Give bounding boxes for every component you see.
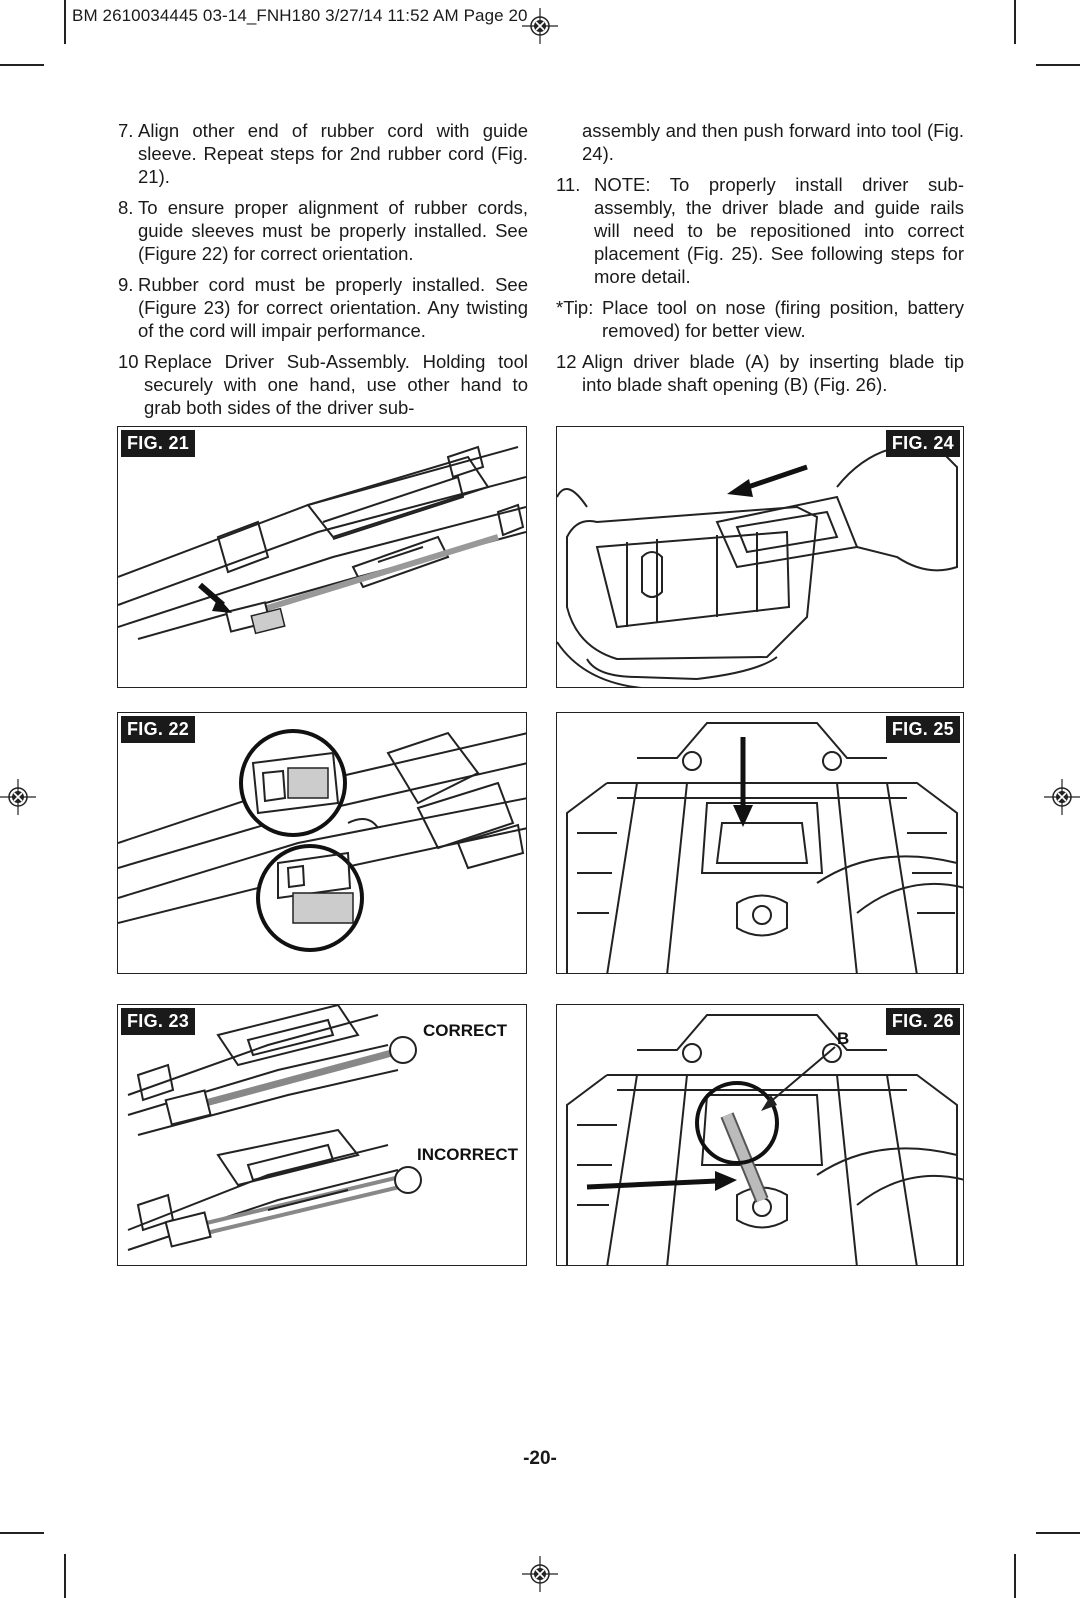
figure-label: FIG. 22: [121, 716, 196, 743]
step-number: 8.: [118, 197, 134, 218]
left-text-column: 7. Align other end of rubber cord with g…: [118, 119, 528, 427]
registration-mark-icon: [0, 779, 36, 815]
crop-mark: [0, 1532, 44, 1534]
step-text: Align driver blade (A) by inserting blad…: [582, 351, 964, 395]
guide-rails-placement-illustration: [566, 722, 963, 973]
step-number: 12: [556, 351, 577, 372]
callout-label-b: B: [837, 1029, 850, 1048]
instruction-step: 9. Rubber cord must be properly installe…: [118, 273, 528, 342]
instruction-step: 12 Align driver blade (A) by inserting b…: [556, 350, 964, 396]
registration-mark-icon: [522, 8, 558, 44]
step-number: 9.: [118, 274, 134, 295]
rubber-cord-orientation-illustration: [127, 1005, 422, 1251]
tip-note: *Tip: Place tool on nose (firing positio…: [556, 296, 964, 342]
step-number: *Tip:: [556, 297, 594, 318]
step-text: assembly and then push forward into tool…: [582, 120, 964, 164]
driver-insertion-illustration: [557, 444, 958, 687]
step-text: To ensure proper alignment of rubber cor…: [138, 197, 528, 264]
driver-blade-alignment-illustration: [566, 1014, 963, 1265]
instruction-step: 8. To ensure proper alignment of rubber …: [118, 196, 528, 265]
instruction-step: 10 Replace Driver Sub-Assembly. Holding …: [118, 350, 528, 419]
page-number: -20-: [523, 1448, 557, 1469]
step-number: 10: [118, 351, 139, 372]
instruction-step: 7. Align other end of rubber cord with g…: [118, 119, 528, 188]
driver-sub-assembly-illustration: [118, 445, 526, 640]
step-text: Rubber cord must be properly installed. …: [138, 274, 528, 341]
crop-mark: [64, 1554, 66, 1598]
registration-mark-icon: [522, 1556, 558, 1592]
step-text: Place tool on nose (firing position, bat…: [602, 297, 964, 341]
figure-26: FIG. 26 B: [556, 1004, 964, 1266]
right-text-column: assembly and then push forward into tool…: [556, 119, 964, 404]
step-text: Align other end of rubber cord with guid…: [138, 120, 528, 187]
figure-23: FIG. 23 CORRECT INCORRECT: [117, 1004, 527, 1266]
figure-label: FIG. 23: [121, 1008, 196, 1035]
figure-22: FIG. 22: [117, 712, 527, 974]
incorrect-label: INCORRECT: [417, 1145, 519, 1164]
figure-label: FIG. 21: [121, 430, 196, 457]
instruction-step: 11. NOTE: To properly install driver sub…: [556, 173, 964, 288]
print-slug: BM 2610034445 03-14_FNH180 3/27/14 11:52…: [72, 6, 528, 25]
guide-sleeve-orientation-illustration: [118, 729, 526, 952]
figure-label: FIG. 25: [885, 716, 960, 743]
step-number: 11.: [556, 174, 581, 195]
crop-mark: [1036, 1532, 1080, 1534]
step-text: Replace Driver Sub-Assembly. Holding too…: [144, 351, 528, 418]
figure-21: FIG. 21: [117, 426, 527, 688]
figure-24: FIG. 24: [556, 426, 964, 688]
crop-mark: [1014, 0, 1016, 44]
step-number: 7.: [118, 120, 134, 141]
instruction-step-continuation: assembly and then push forward into tool…: [556, 119, 964, 165]
crop-mark: [1014, 1554, 1016, 1598]
figure-label: FIG. 26: [885, 1008, 960, 1035]
correct-label: CORRECT: [423, 1021, 508, 1040]
crop-mark: [1036, 64, 1080, 66]
step-text: NOTE: To properly install driver sub-ass…: [594, 174, 964, 287]
figure-label: FIG. 24: [885, 430, 960, 457]
figure-25: FIG. 25: [556, 712, 964, 974]
crop-mark: [0, 64, 44, 66]
registration-mark-icon: [1044, 779, 1080, 815]
crop-mark: [64, 0, 66, 44]
